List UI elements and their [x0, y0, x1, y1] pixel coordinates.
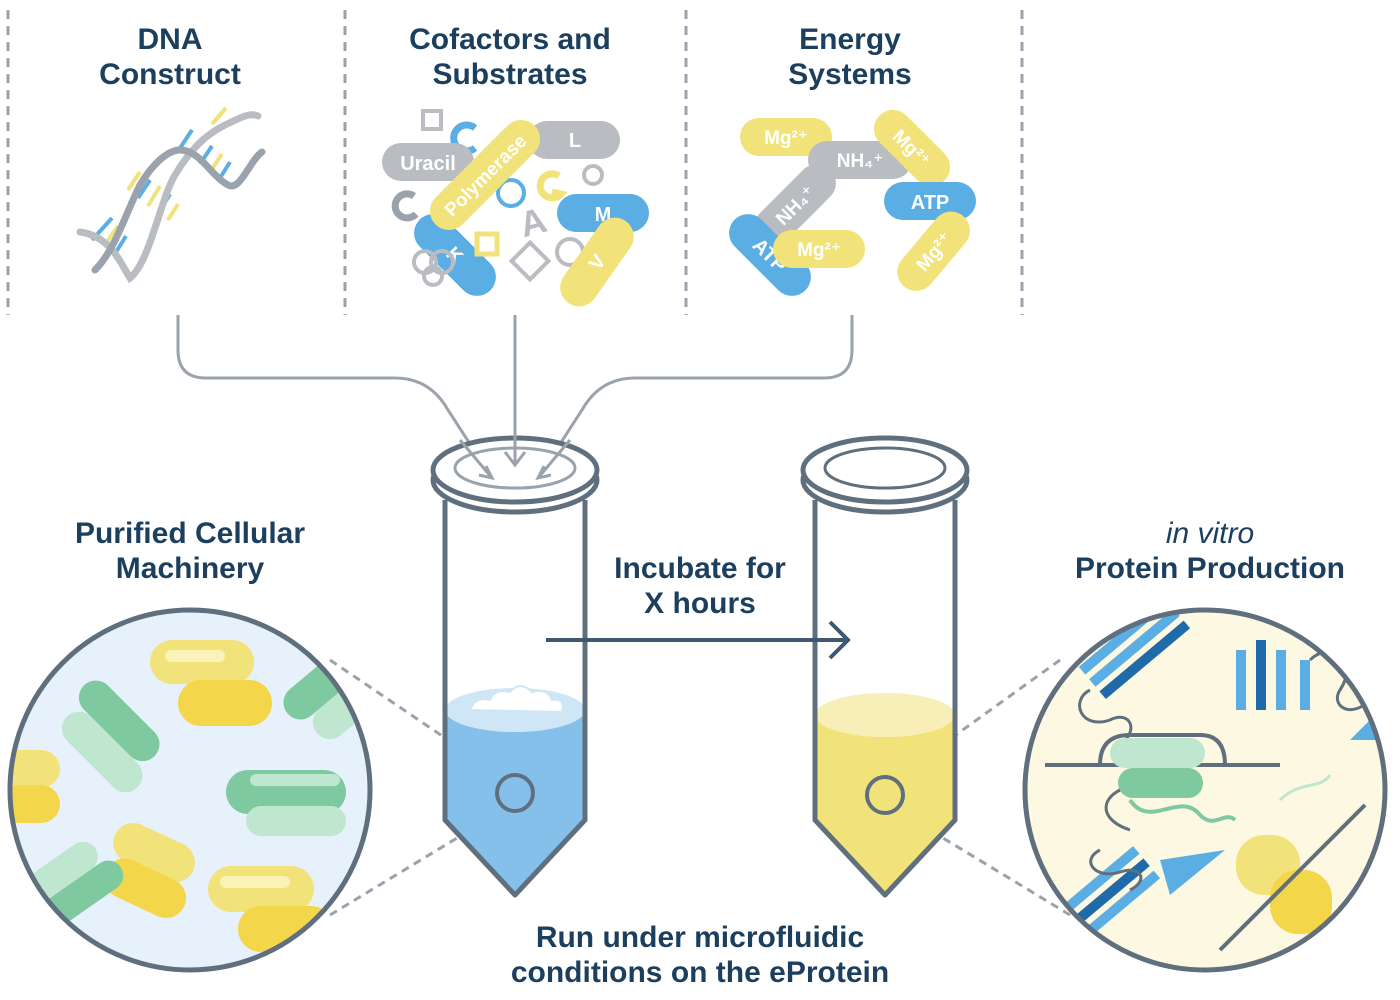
pill-mg-2: Mg²⁺ [873, 109, 951, 187]
run-conditions-label: Run under microfluidic conditions on the… [450, 920, 950, 990]
pill-mg-1: Mg²⁺ [740, 118, 832, 156]
diamond-outline-icon [508, 239, 552, 283]
pill-atp-1-text: ATP [911, 192, 950, 214]
ribosome-green-3 [226, 770, 346, 836]
ribosome-yellow-3 [104, 822, 195, 918]
ribosome-yellow-right [1218, 803, 1367, 952]
zoom-line-bottom-right [899, 810, 1071, 917]
energy-systems-label: Energy Systems [740, 22, 960, 92]
square-yellow-icon [474, 231, 500, 257]
ribosome-yellow-1 [150, 640, 272, 726]
protein-wedge-2 [1160, 850, 1225, 895]
square-outline-icon [421, 109, 443, 131]
production-label-line2: Protein Production [1075, 552, 1345, 585]
machinery-label: Purified Cellular Machinery [30, 516, 350, 586]
pill-nh4-1-text: NH₄⁺ [837, 151, 884, 172]
machinery-label-line2: Machinery [115, 552, 265, 585]
g-letter-yellow-icon [536, 170, 568, 202]
zoom-line-bottom-left [329, 810, 501, 917]
incubate-arrow [546, 620, 851, 660]
ribosome-on-mrna [1045, 733, 1280, 832]
pill-mg-3-text: Mg²⁺ [797, 240, 841, 261]
peptide-chain [1278, 774, 1332, 802]
cluster-circles-icon [412, 249, 455, 287]
pill-mg-3: Mg²⁺ [773, 230, 865, 268]
energy-label-line1: Energy [799, 23, 901, 56]
cofactors-label: Cofactors and Substrates [370, 22, 650, 92]
energy-label-line2: Systems [788, 58, 912, 91]
dna-rungs [90, 106, 232, 254]
zoom-line-top-right [899, 658, 1061, 777]
machinery-magnifier [7, 607, 501, 973]
section-dividers [6, 10, 1024, 315]
dna-construct-label: DNA Construct [60, 22, 280, 92]
production-label-line1: in vitro [1165, 517, 1255, 550]
tube-after-incubation [800, 435, 970, 898]
run-label-line1: Run under microfluidic [535, 921, 865, 954]
protein-magnifier [899, 607, 1388, 973]
cofactors-cluster: Uracil L K Polymerase A M V [382, 109, 649, 307]
blue-circle-icon [496, 178, 526, 208]
pill-nh4-1: NH₄⁺ [808, 141, 912, 179]
protein-loop-3 [1089, 848, 1143, 892]
protein-loop-1 [1078, 688, 1133, 747]
pill-atp-1: ATP [884, 182, 976, 220]
tube-2-focus-circle [865, 775, 905, 815]
incubate-label: Incubate for X hours [590, 551, 810, 621]
arrow-from-dna [176, 315, 494, 479]
ribosome-green-1 [61, 680, 160, 793]
tube-1-focus-circle [495, 773, 535, 813]
pill-l-text: L [569, 130, 581, 152]
pill-uracil: Uracil [382, 143, 474, 181]
a-letter-icon: A [515, 199, 551, 245]
energy-cluster: Mg²⁺ NH₄⁺ Mg²⁺ ATP NH₄⁺ ATP Mg²⁺ Mg²⁺ [729, 109, 976, 296]
machinery-label-line1: Purified Cellular [74, 517, 306, 550]
cofactors-label-line1: Cofactors and [409, 23, 611, 56]
small-circle-icon [582, 164, 604, 186]
dna-label-line2: Construct [99, 58, 241, 91]
pill-v: V [560, 217, 634, 307]
incubate-label-line2: X hours [644, 587, 756, 620]
dna-label-line1: DNA [137, 23, 203, 56]
pill-mg-1-text: Mg²⁺ [764, 128, 808, 149]
pill-l: L [528, 121, 620, 159]
arrowheads-on-lid [458, 430, 572, 481]
tube-2-body [812, 500, 958, 898]
beta-sheet-top-right [1236, 640, 1310, 710]
tube-1-body [442, 500, 588, 898]
cofactors-label-line2: Substrates [432, 58, 588, 91]
g-letter-gray-icon [391, 190, 419, 222]
dna-helix-icon [76, 106, 266, 284]
incubate-label-line1: Incubate for [614, 552, 786, 585]
tube-before-incubation [430, 435, 600, 898]
production-label: in vitro Protein Production [1040, 516, 1380, 586]
run-label-line2: conditions on the eProtein [510, 956, 890, 989]
pill-uracil-text: Uracil [400, 153, 456, 175]
arrow-from-energy [536, 315, 854, 479]
ribosomes [10, 640, 370, 952]
